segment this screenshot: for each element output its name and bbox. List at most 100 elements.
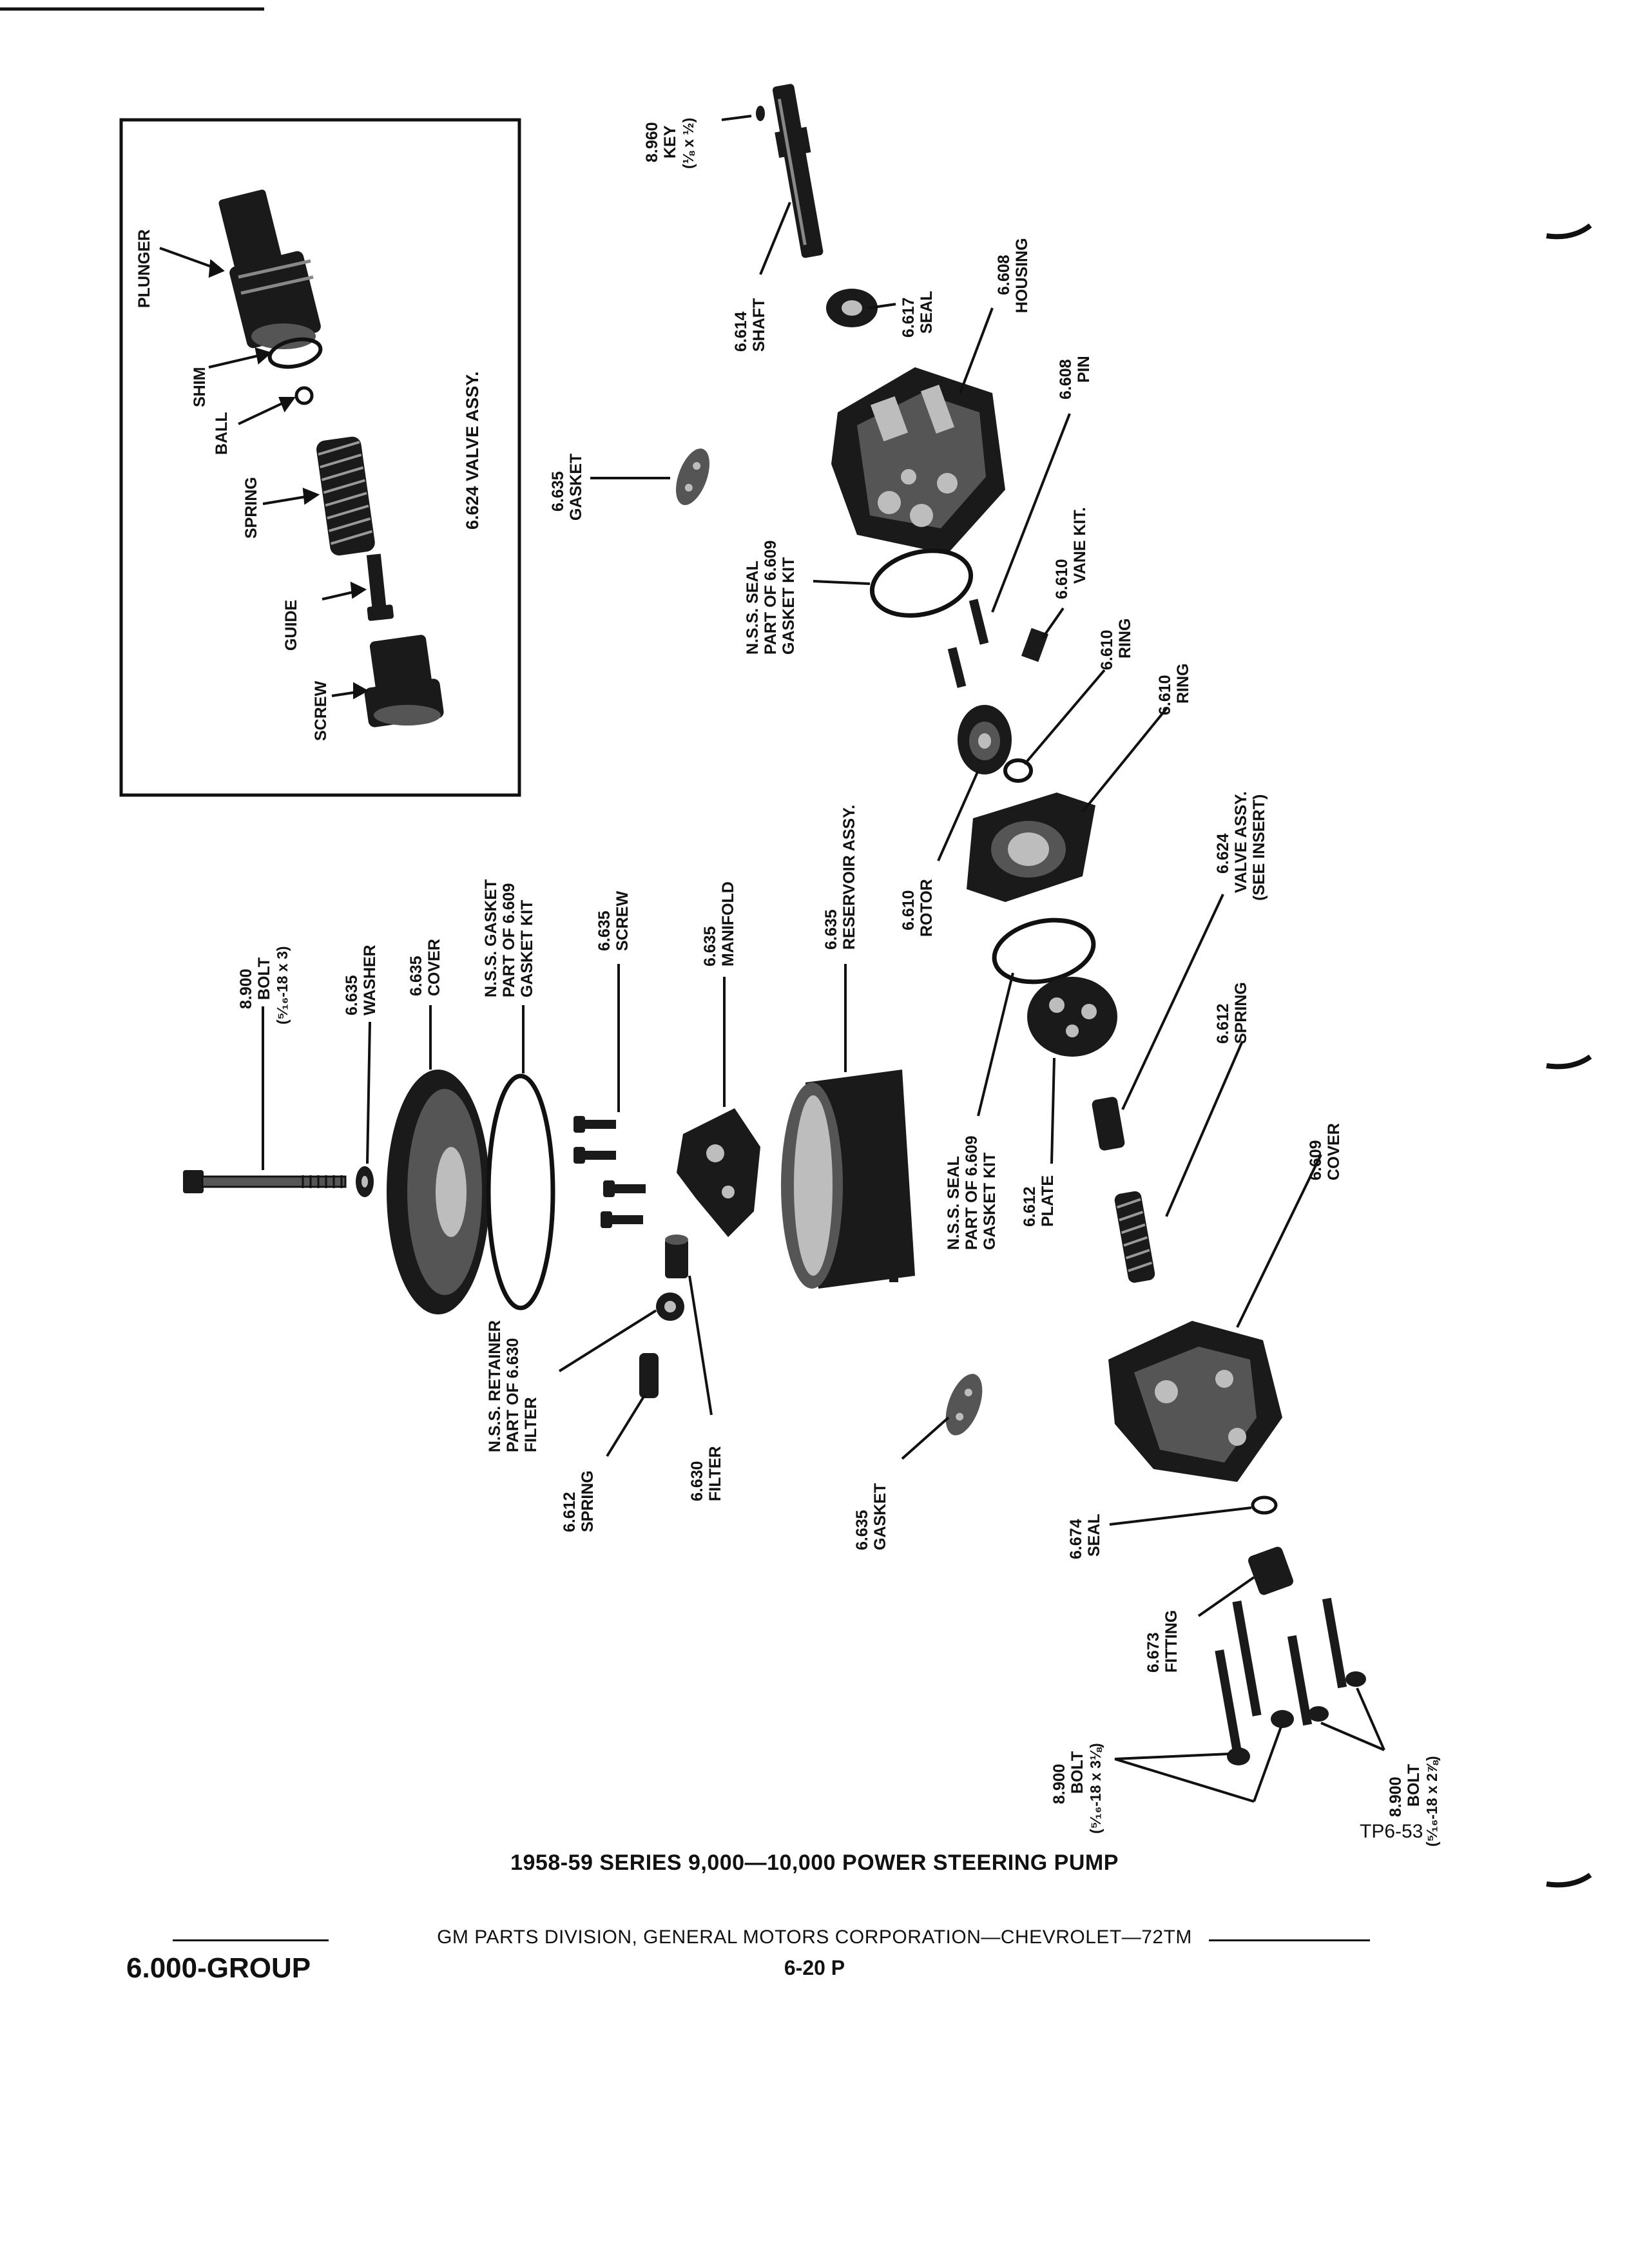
plunger-part [218,189,321,349]
callout-spring612l-name: SPRING [579,1470,597,1532]
callout-pin-name: PIN [1075,356,1093,383]
callout-ring-b-name: RING [1174,664,1192,704]
inset-title: 6.624 VALVE ASSY. [463,371,482,530]
callout-plate-name: PLATE [1039,1175,1057,1227]
pump-cover-part [1108,1321,1282,1482]
inset-label-spring: SPRING [242,477,260,539]
cover-bolts [1215,1597,1366,1765]
callout-pin-number: 6.608 [1057,359,1075,399]
filter-spring-part [639,1353,659,1398]
callout-ring-b-number: 6.610 [1156,675,1174,715]
inset-leaders [159,247,369,700]
callout-screw635-name: SCREW [613,891,631,951]
cam-ring-part [967,793,1095,902]
callout-fitting-name: FITTING [1162,1610,1181,1673]
rotor-part [958,705,1012,774]
ring-part-small [1003,758,1033,783]
bottom-gasket-part [945,1374,983,1436]
callout-reservoir-name: RESERVOIR ASSY. [840,805,858,950]
inset-label-ball: BALL [213,412,231,455]
callout-key-name: KEY [661,125,679,159]
callout-washer-number: 6.635 [343,975,361,1015]
callout-vane-name: VANE KIT. [1071,507,1089,584]
callout-vane-number: 6.610 [1053,559,1071,599]
callout-shaft-name: SHAFT [750,298,768,352]
callout-reservoir-number: 6.635 [822,909,840,950]
top-oring-seal [869,548,974,618]
callout-spring612r-name: SPRING [1232,982,1250,1044]
callout-gasket-bottom-name: GASKET [871,1483,889,1550]
figure-caption: 1958-59 SERIES 9,000—10,000 POWER STEERI… [510,1850,1119,1875]
fitting-seal-part [1251,1495,1278,1515]
callout-retainer-line2: PART OF 6.630 [504,1338,522,1452]
manifold-screws [574,1116,646,1228]
inset-label-screw: SCREW [312,681,330,741]
callout-ring-a-name: RING [1116,619,1134,659]
callout-seal617-name: SEAL [918,291,936,334]
callout-housing-number: 6.608 [995,255,1013,295]
callout-screw635-number: 6.635 [595,910,613,951]
callout-gasket-top-number: 6.635 [549,471,567,512]
shim-part [267,337,323,369]
flow-spring-part [1114,1191,1155,1283]
fitting-part [1248,1546,1294,1595]
shaft-part [772,84,824,258]
footer-page-number: 6-20 P [784,1956,845,1979]
callout-nss-gasket-line2: PART OF 6.609 [500,883,518,997]
reservoir-gasket-ring [486,1073,555,1311]
callout-seal674-number: 6.674 [1067,1519,1085,1559]
housing-part [831,367,1005,554]
callout-cover609-name: COVER [1325,1123,1343,1180]
callout-valve-number: 6.624 [1214,833,1232,874]
callout-bolt-long-size: (⁵⁄₁₆-18 x 3⅛) [1087,1743,1104,1834]
callout-washer-name: WASHER [361,945,379,1015]
reservoir-part [781,1070,915,1289]
filter-retainer-part [656,1293,684,1321]
inset-label-plunger: PLUNGER [135,229,153,308]
callout-rotor-name: ROTOR [918,879,936,937]
footer-rule-right [1209,1939,1370,1941]
callout-nss-seal-top-line3: GASKET KIT [780,557,798,655]
callout-bolt-left-name: BOLT [255,957,273,1000]
callout-key-size: (⅛ x ½) [680,118,697,169]
long-bolt-part [183,1170,347,1193]
pressure-plate-part [1027,977,1117,1057]
callout-nss-gasket-line3: GASKET KIT [518,900,536,997]
callout-bolt-short-size: (⁵⁄₁₆-18 x 2⅞) [1423,1756,1440,1847]
top-gasket-part [676,448,709,505]
callout-seal617-number: 6.617 [900,297,918,338]
callout-seal674-name: SEAL [1085,1514,1103,1557]
callout-spring612l-number: 6.612 [561,1492,579,1532]
callout-gasket-top-name: GASKET [567,454,585,521]
callout-retainer-line1: N.S.S. RETAINER [486,1320,504,1452]
callout-housing-name: HOUSING [1013,238,1031,313]
callout-bolt-short-name: BOLT [1405,1764,1423,1807]
footer-rule-left [173,1939,329,1941]
callout-ring-a-number: 6.610 [1098,629,1116,670]
callout-nss-seal-mid-line1: N.S.S. SEAL [945,1156,963,1250]
callout-filter-number: 6.630 [688,1461,706,1501]
callout-bolt-long-name: BOLT [1068,1751,1086,1794]
main-leader-lines [262,115,1385,1803]
flow-valve-part [1092,1097,1125,1151]
key-part [756,106,765,121]
figure-id: TP6-53 [1360,1821,1423,1842]
pin-part-a [969,599,989,645]
callout-nss-gasket-line1: N.S.S. GASKET [482,879,500,997]
valve-assy-inset-box [119,118,521,797]
callout-nss-seal-top-line2: PART OF 6.609 [762,541,780,655]
callout-cover635-name: COVER [425,939,443,996]
inset-label-guide: GUIDE [282,600,300,651]
reservoir-cover-part [387,1070,490,1314]
guide-part [366,553,394,621]
callout-cover609-number: 6.609 [1307,1140,1325,1180]
shaft-seal-part [826,289,878,327]
washer-part [356,1166,374,1197]
callout-retainer-line3: FILTER [522,1397,540,1452]
callout-bolt-long-number: 8.900 [1050,1763,1068,1804]
valve-spring-part [316,436,375,556]
callout-cover635-number: 6.635 [407,956,425,996]
callout-bolt-left-number: 8.900 [237,968,255,1009]
callout-manifold-name: MANIFOLD [719,881,737,966]
